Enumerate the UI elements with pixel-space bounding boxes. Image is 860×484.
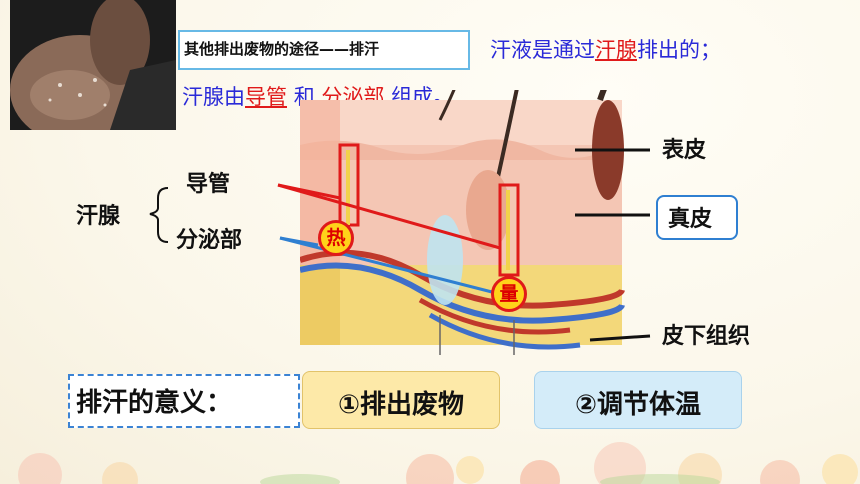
duct-label: 导管 xyxy=(186,172,231,197)
significance-item-2: ②调节体温 xyxy=(574,390,701,420)
line2-prefix: 汗腺由 xyxy=(182,85,245,109)
amount-badge: 量 xyxy=(491,276,527,312)
sentence-line-2: 汗腺由导管 和 分泌部 组成。 xyxy=(182,81,454,111)
flower-decoration xyxy=(18,442,858,484)
line1-fill: 汗腺 xyxy=(595,38,637,62)
sentence-line-1: 汗液是通过汗腺排出的； xyxy=(490,34,721,64)
sweat-photo-illustration xyxy=(10,0,176,130)
significance-frame xyxy=(68,374,300,428)
subcutis-label: 皮下组织 xyxy=(662,324,751,349)
sweat-photo xyxy=(10,0,176,130)
line2-fill-duct: 导管 xyxy=(245,85,287,109)
dermis-label: 真皮 xyxy=(668,207,713,232)
line1-suffix: 排出的； xyxy=(637,38,721,62)
skin-diagram xyxy=(300,90,625,355)
significance-label: 排汗的意义： xyxy=(76,388,233,418)
significance-item-1: ①排出废物 xyxy=(337,390,464,420)
heat-badge: 热 xyxy=(318,220,354,256)
epidermis-label: 表皮 xyxy=(662,138,707,163)
secretory-label: 分泌部 xyxy=(176,228,243,253)
page-title: 其他排出废物的途径——排汗 xyxy=(184,40,380,58)
significance-item-1-pill xyxy=(302,371,500,429)
dermis-frame xyxy=(656,195,738,240)
title-frame xyxy=(178,30,470,70)
line1-prefix: 汗液是通过 xyxy=(490,38,595,62)
significance-item-2-pill xyxy=(534,371,742,429)
gland-label: 汗腺 xyxy=(76,204,121,229)
